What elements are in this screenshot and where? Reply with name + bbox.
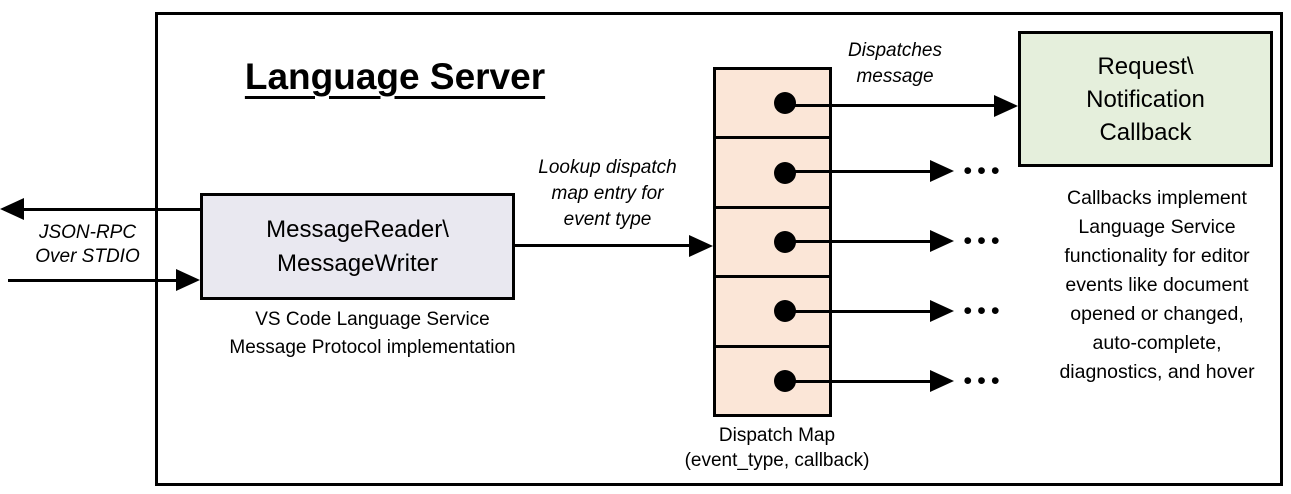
dispatch-cell — [716, 139, 829, 209]
callback-box-line1: Request\ — [1097, 52, 1194, 80]
callbacks-note-line: events like document — [1065, 274, 1249, 296]
stdio-in-arrowhead-icon — [176, 269, 200, 291]
dispatch-dot-icon — [774, 92, 796, 115]
callback-box-line3: Callback — [1099, 118, 1192, 146]
stdio-label-line2: Over STDIO — [35, 246, 140, 267]
message-box-line2: MessageWriter — [277, 249, 438, 277]
dispatch-cell — [716, 209, 829, 279]
dispatch-arrow-5 — [790, 380, 932, 383]
message-box-caption-line2: Message Protocol implementation — [229, 337, 516, 358]
message-box-caption: VS Code Language Service Message Protoco… — [195, 306, 550, 362]
callbacks-note-line: diagnostics, and hover — [1059, 361, 1255, 383]
dispatches-message-label: Dispatches message — [828, 38, 962, 90]
dispatch-dot-icon — [774, 369, 796, 392]
dispatch-cell — [716, 278, 829, 348]
callbacks-note-line: functionality for editor — [1064, 245, 1250, 267]
ellipsis: ••• — [963, 227, 1005, 255]
callback-box-line2: Notification — [1086, 85, 1205, 113]
dispatch-dot-icon — [774, 231, 796, 254]
lookup-arrow — [515, 244, 691, 247]
callbacks-note-line: Language Service — [1078, 216, 1236, 238]
dispatch-arrow-1 — [790, 104, 996, 107]
callbacks-note-line: opened or changed, — [1070, 303, 1244, 325]
callbacks-note-line: Callbacks implement — [1067, 187, 1247, 209]
callbacks-note: Callbacks implement Language Service fun… — [1032, 184, 1282, 387]
ellipsis: ••• — [963, 367, 1005, 395]
dispatch-arrow-4 — [790, 310, 932, 313]
language-server-boundary — [155, 12, 1283, 486]
dispatch-arrow-3 — [790, 240, 932, 243]
stdio-in-arrow — [8, 279, 178, 282]
diagram-title: Language Server — [244, 56, 546, 97]
lookup-label-line3: event type — [563, 209, 652, 230]
message-box-line1: MessageReader\ — [266, 215, 449, 243]
dispatches-label-line2: message — [856, 66, 934, 87]
stdio-label-line1: JSON-RPC — [38, 222, 137, 243]
ellipsis: ••• — [963, 297, 1005, 325]
message-box-caption-line1: VS Code Language Service — [255, 309, 490, 330]
stdio-out-arrow — [4, 208, 200, 211]
lookup-label: Lookup dispatch map entry for event type — [515, 155, 700, 233]
stdio-label: JSON-RPC Over STDIO — [15, 221, 160, 269]
ellipsis: ••• — [963, 157, 1005, 185]
dispatch-map-caption-line2: (event_type, callback) — [684, 450, 870, 471]
dispatch-cell — [716, 70, 829, 140]
callbacks-note-line: auto-complete, — [1092, 332, 1222, 354]
dispatch-arrowhead-4-icon — [930, 300, 954, 322]
dispatch-arrowhead-3-icon — [930, 230, 954, 252]
dispatch-arrowhead-5-icon — [930, 370, 954, 392]
dispatch-dot-icon — [774, 161, 796, 184]
dispatch-dot-icon — [774, 300, 796, 323]
message-reader-writer-box: MessageReader\ MessageWriter — [200, 193, 515, 300]
lookup-label-line1: Lookup dispatch — [538, 157, 677, 178]
dispatch-cell — [716, 348, 829, 414]
dispatch-arrowhead-2-icon — [930, 160, 954, 182]
lookup-label-line2: map entry for — [551, 183, 664, 204]
dispatch-map-caption: Dispatch Map (event_type, callback) — [662, 423, 892, 473]
dispatch-arrow-2 — [790, 170, 932, 173]
dispatches-label-line1: Dispatches — [848, 40, 942, 61]
stdio-out-arrowhead-icon — [0, 198, 24, 220]
request-notification-callback-box: Request\ Notification Callback — [1018, 31, 1273, 167]
dispatch-map-caption-line1: Dispatch Map — [718, 425, 836, 446]
lookup-arrowhead-icon — [689, 235, 713, 257]
dispatch-arrowhead-1-icon — [994, 95, 1018, 117]
